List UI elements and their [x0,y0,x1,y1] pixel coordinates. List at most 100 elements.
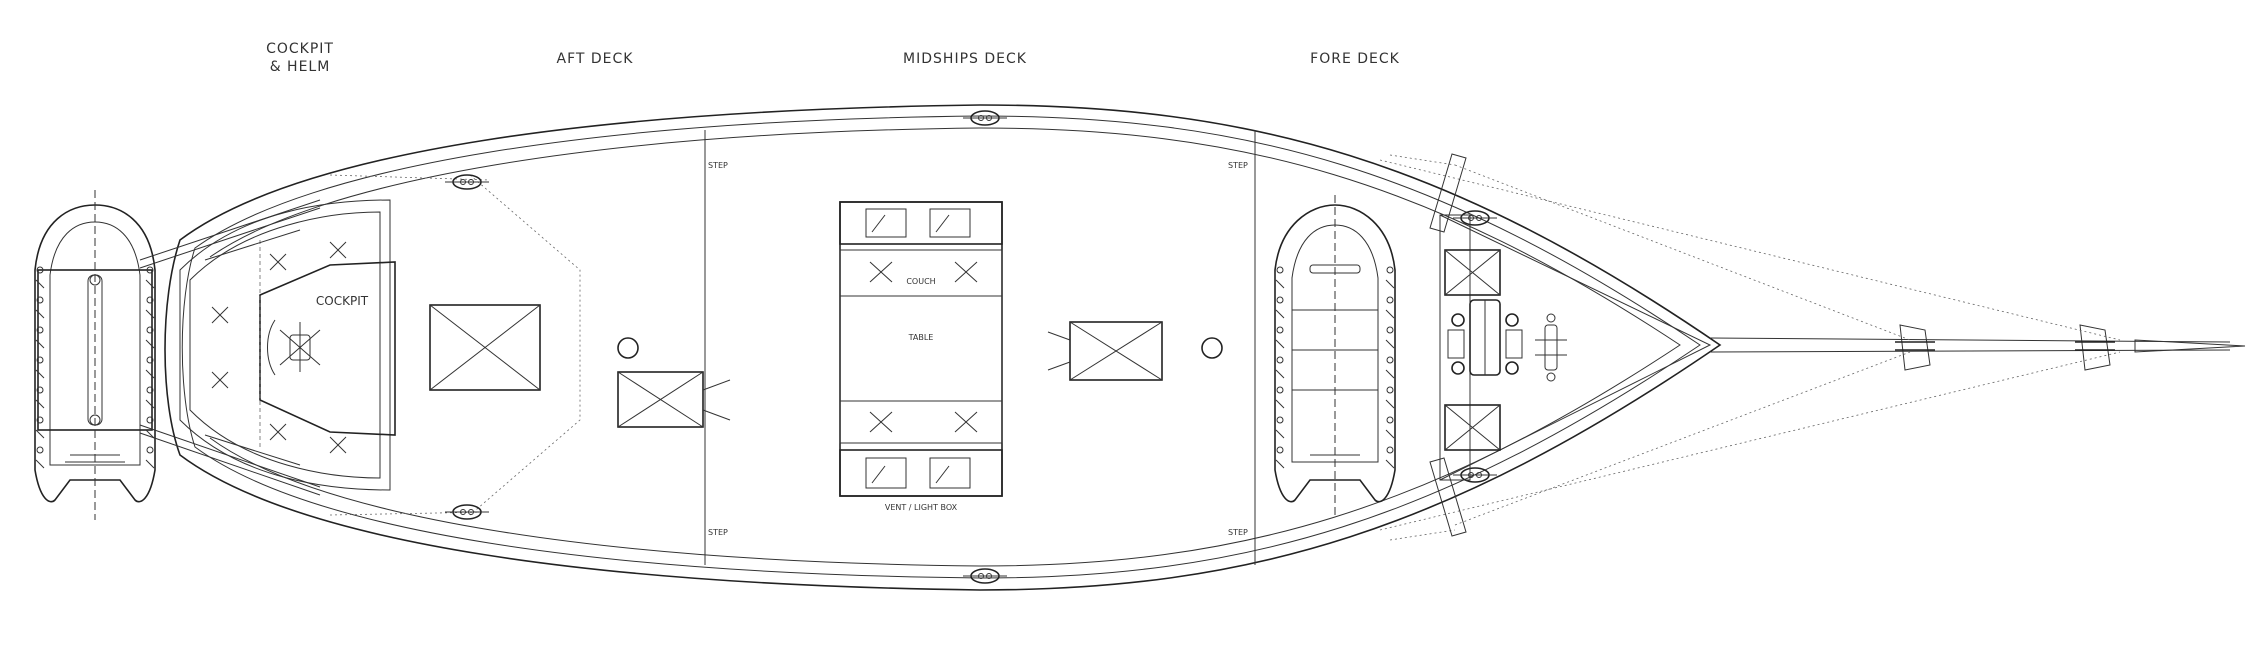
dinghy-grab-loop [1386,386,1394,394]
dinghy-grab-loop [36,386,44,394]
dinghy-grab-loop [146,386,154,394]
cleat-icon [1453,210,1497,226]
dinghy-grab-loop [146,416,154,424]
aft-hatch-icon [429,304,541,391]
dinghy-tube-strap [1275,459,1285,469]
dinghy-tube-strap [35,459,45,469]
dinghy-tube-strap [1275,309,1285,319]
dinghy-grab-loop [1386,296,1394,304]
header-aft-deck: AFT DECK [556,51,634,67]
bow-roller-icon [1535,313,1567,382]
dinghy-tube-strap [145,279,155,289]
helm-wheel-icon [267,319,321,376]
header-cockpit-helm-line2: & HELM [269,59,331,75]
aft-deck-vent-box [617,371,731,428]
label-table: TABLE [908,333,934,342]
header-cockpit-helm: COCKPIT & HELM [240,40,360,76]
dinghy-tube-strap [35,339,45,349]
seat-cushion-mark [211,371,229,389]
dinghy-grab-loop [146,446,154,454]
dinghy-grab-loop [1276,266,1284,274]
bowsprit [1709,324,2246,371]
cockpit-area [179,199,396,491]
dinghy-grab-loop [146,266,154,274]
fore-deck-area [1429,153,1712,537]
header-midships-deck: MIDSHIPS DECK [903,51,1027,67]
dinghy-grab-loop [1276,416,1284,424]
stern-dinghy [34,190,321,520]
fore-hatch-icon-2 [1444,404,1501,451]
dinghy-tube-strap [1385,429,1395,439]
dinghy-tube-strap [35,429,45,439]
dinghy-tube-strap [35,369,45,379]
cleat-icon [445,504,489,520]
dinghy-tube-strap [1385,369,1395,379]
windlass-icon [1447,299,1523,376]
dinghy-grab-loop [1276,296,1284,304]
cleat-icon [963,568,1007,584]
dinghy-grab-loop [1276,356,1284,364]
bobstay-fitting-2 [2075,324,2115,371]
dinghy-grab-loop [36,326,44,334]
dinghy-grab-loop [1386,446,1394,454]
dinghy-grab-loop [1386,356,1394,364]
dinghy-tube-strap [145,399,155,409]
dinghy-tube-strap [1275,399,1285,409]
dinghy-tube-strap [35,399,45,409]
bobstay-fitting-1 [1895,324,1935,371]
header-fore-deck: FORE DECK [1310,51,1400,67]
aft-deck-area [429,174,731,516]
cathead-port [1429,153,1467,233]
seat-cushion-mark [211,306,229,324]
dinghy-tube-strap [145,459,155,469]
label-couch: COUCH [906,277,935,286]
dinghy-grab-loop [1276,326,1284,334]
dinghy-grab-loop [146,326,154,334]
seat-cushion-mark [329,241,347,259]
cleat-icon [963,110,1007,126]
dinghy-grab-loop [1386,416,1394,424]
midships-deck-area [839,201,1223,497]
dinghy-tube-strap [1385,279,1395,289]
aft-deck-port-light [617,337,639,359]
midships-vent-box [1047,321,1163,381]
dinghy-tube-strap [1275,279,1285,289]
dinghy-tube-strap [1275,369,1285,379]
dinghy-grab-loop [1276,446,1284,454]
dinghy-tube-strap [145,369,155,379]
dinghy-grab-loop [146,296,154,304]
fore-hatch-icon-1 [1444,249,1501,296]
dinghy-grab-loop [146,356,154,364]
dinghy-grab-loop [1386,326,1394,334]
dinghy-tube-strap [145,339,155,349]
cathead-starboard [1429,457,1467,537]
dinghy-tube-strap [35,309,45,319]
cleat-icon [1453,467,1497,483]
dinghy-grab-loop [1276,386,1284,394]
dinghy-tube-strap [1385,399,1395,409]
header-cockpit-helm-line1: COCKPIT [266,41,334,57]
dinghy-tube-strap [145,429,155,439]
label-cockpit: COCKPIT [316,294,369,308]
dinghy-tube-strap [1385,459,1395,469]
table [839,295,1003,402]
cleat-icon [445,174,489,190]
vent-light-box-top [839,201,1003,245]
dinghy-tube-strap [1275,429,1285,439]
rigging-lines [329,154,2121,541]
vent-light-box-bottom [839,449,1003,497]
dinghy-grab-loop [36,416,44,424]
dinghy-grab-loop [36,446,44,454]
midships-port-light [1201,337,1223,359]
dinghy-tube-strap [1385,339,1395,349]
label-step-aft-top: STEP [708,161,728,170]
label-step-aft-bottom: STEP [708,528,728,537]
dinghy-grab-loop [36,266,44,274]
label-step-fore-top: STEP [1228,161,1248,170]
seat-cushion-mark [269,253,287,271]
couch-lower [839,400,1003,444]
hull-outline [164,104,1722,591]
label-vent-light-box: VENT / LIGHT BOX [885,503,958,512]
dinghy-tube-strap [145,309,155,319]
